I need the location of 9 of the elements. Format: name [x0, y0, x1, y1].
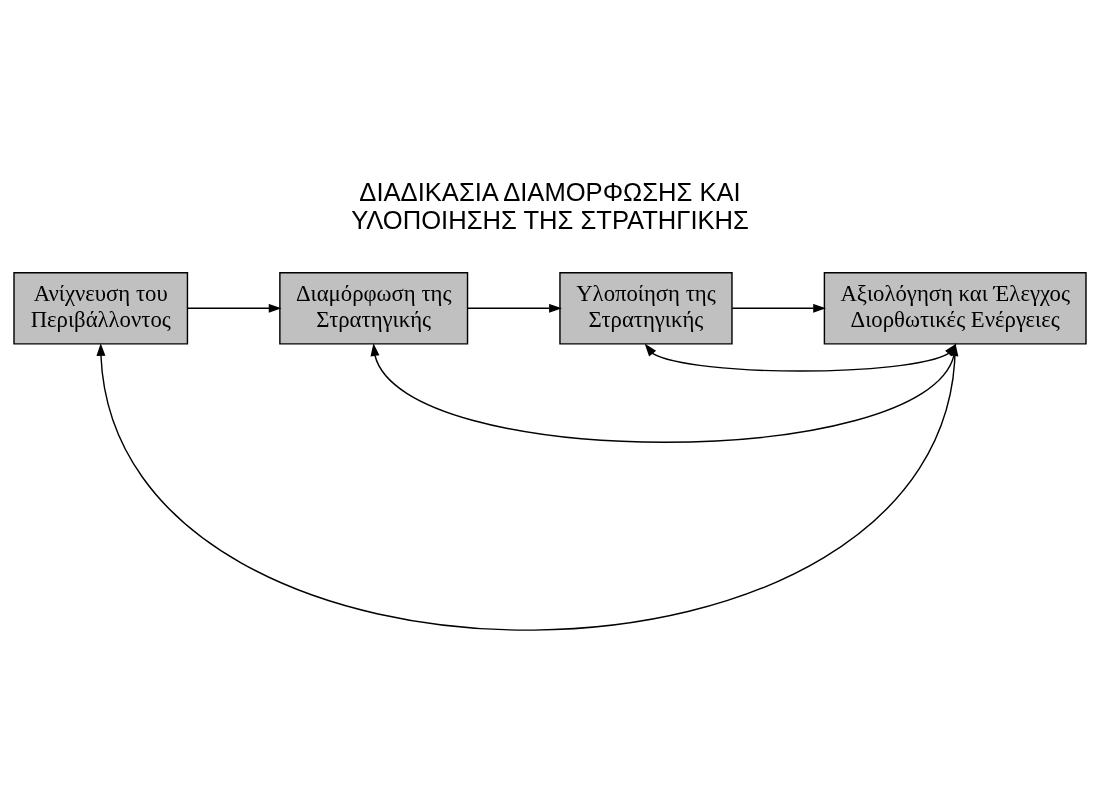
node-box: Υλοποίηση της Στρατηγικής [559, 272, 733, 345]
arrow [731, 303, 827, 313]
arrow [96, 343, 956, 631]
arrow [186, 303, 282, 313]
diagram-title: ΔΙΑΔΙΚΑΣΙΑ ΔΙΑΜΟΡΦΩΣΗΣ ΚΑΙ ΥΛΟΠΟΙΗΣΗΣ ΤΗΣ ΣΤΡΑΤΗΓΙΚΗΣ [351, 177, 749, 235]
node-box: Ανίχνευση του Περιβάλλοντος [13, 272, 189, 345]
node-box: Διαμόρφωση της Στρατηγικής [279, 272, 469, 345]
node-box: Αξιολόγηση και Έλεγχος Διορθωτικές Ενέργειες [823, 272, 1087, 345]
arrow [467, 303, 562, 313]
